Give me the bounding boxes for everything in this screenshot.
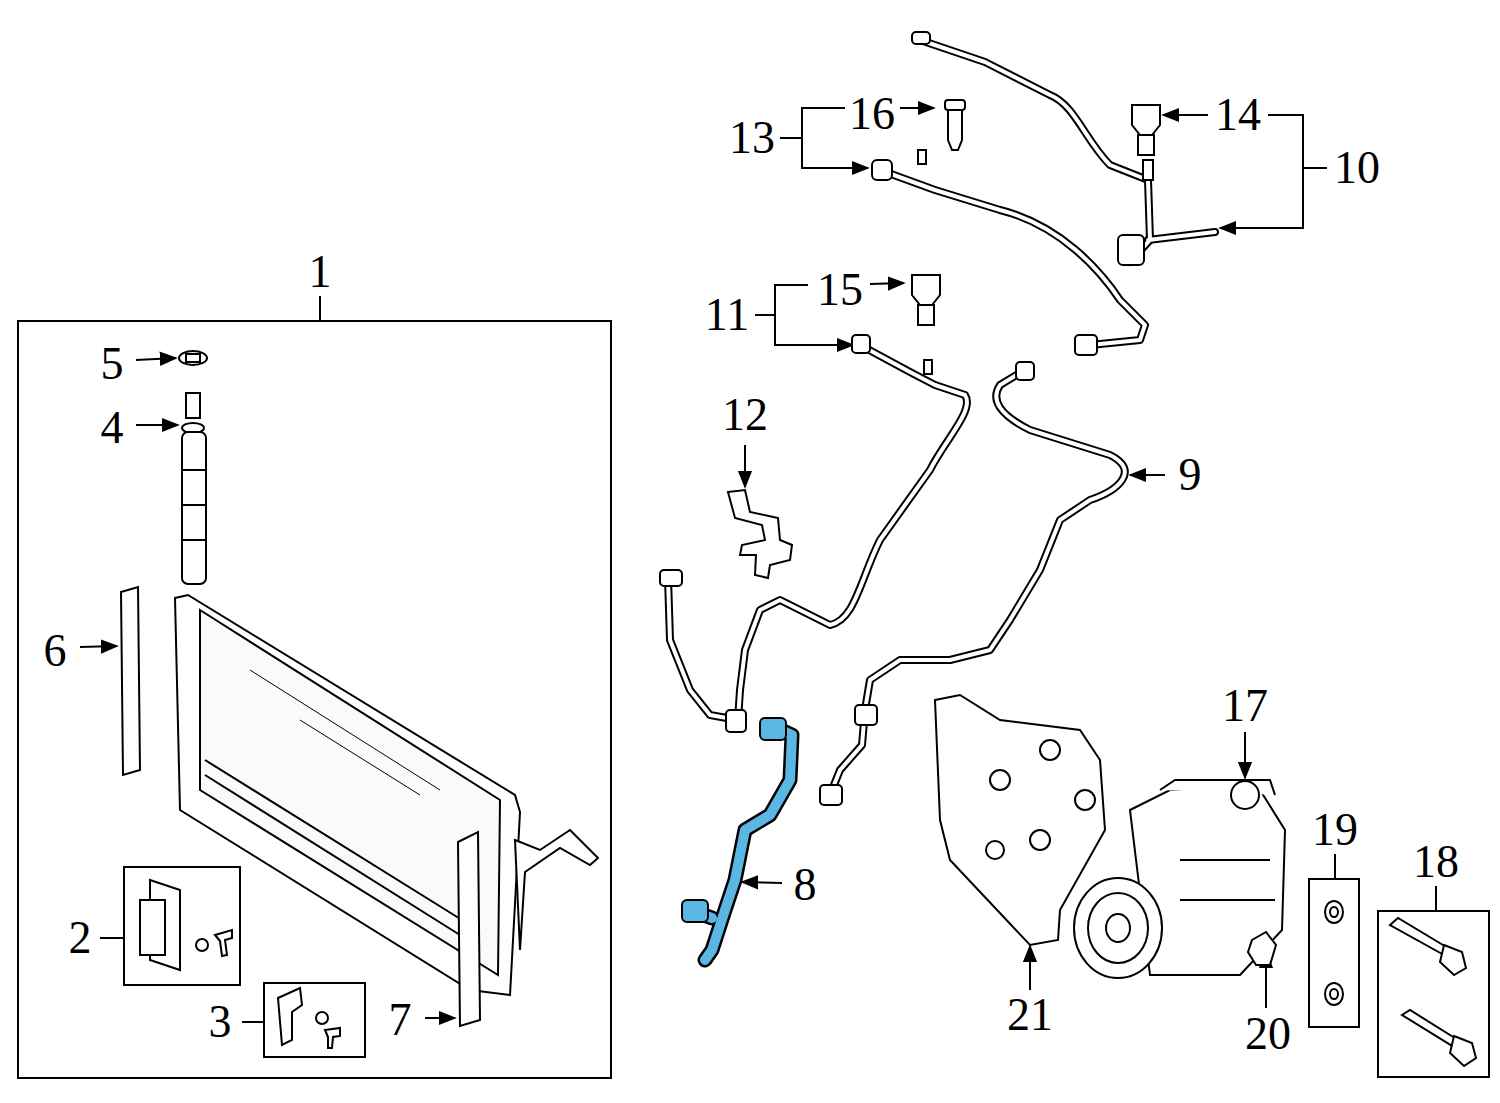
kit-box: 19 [1308, 878, 1360, 1028]
kit-box: 18 [1377, 910, 1490, 1078]
callout-number: 2 [69, 915, 92, 961]
callout-number: 1 [309, 249, 332, 295]
callout-number: 4 [101, 405, 124, 451]
callout-number: 10 [1334, 145, 1380, 191]
compressor [935, 695, 1285, 978]
callout-number: 18 [1413, 839, 1459, 885]
condenser [121, 351, 598, 1026]
callout-number: 7 [389, 997, 412, 1043]
callout-number: 3 [209, 999, 232, 1045]
callout-number: 19 [1312, 807, 1358, 853]
kit-box: 3 [263, 982, 366, 1058]
callout-number: 9 [1179, 452, 1202, 498]
callout-number: 16 [849, 91, 895, 137]
callout-number: 6 [44, 628, 67, 674]
callout-number: 11 [705, 292, 749, 338]
callout-number: 5 [101, 341, 124, 387]
callout-number: 17 [1222, 683, 1268, 729]
leader-lines [80, 108, 1436, 1022]
callout-number: 20 [1245, 1011, 1291, 1057]
callout-number: 13 [729, 115, 775, 161]
callout-number: 21 [1007, 992, 1053, 1038]
seals-bolts [1325, 901, 1476, 1066]
kit-box: 2 [123, 866, 241, 986]
callout-number: 15 [817, 267, 863, 313]
callout-number: 8 [794, 862, 817, 908]
callout-number: 12 [722, 392, 768, 438]
callout-number: 14 [1215, 92, 1261, 138]
